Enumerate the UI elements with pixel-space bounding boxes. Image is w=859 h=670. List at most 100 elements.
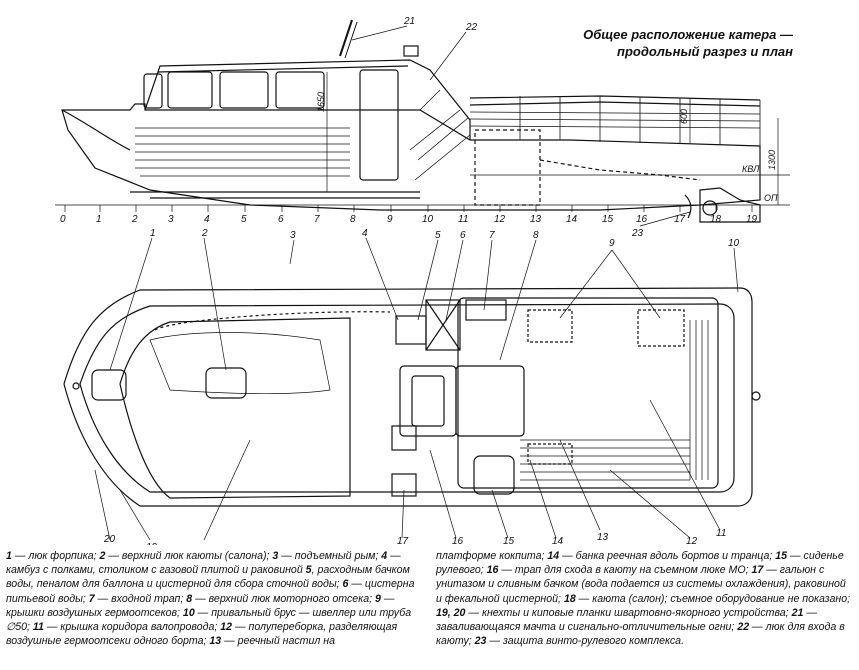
- legend-text: — подъемный рым;: [278, 550, 382, 562]
- frame-numbers: 0 1 2 3 4 5 6 7 8 9 10 11 12 13 14 15 16…: [60, 214, 758, 225]
- frame-number: 3: [168, 214, 174, 225]
- frame-number: 18: [710, 214, 722, 225]
- frame-number: 19: [746, 214, 758, 225]
- legend-text: — защита винто-рулевого комплекса.: [486, 635, 685, 648]
- plan-callouts-bottom: 20 19 18 17 16 15 14 13 12 11: [103, 528, 726, 545]
- profile-section: [55, 19, 790, 227]
- callout-18: 18: [198, 544, 210, 545]
- dimension-side-height: 1300: [767, 150, 777, 170]
- plan-view: [63, 237, 761, 541]
- callout-7: 7: [489, 230, 495, 241]
- frame-number: 13: [530, 214, 542, 225]
- frame-number: 14: [566, 214, 578, 225]
- callout-20: 20: [103, 534, 116, 545]
- waterline-label: КВЛ: [742, 164, 760, 174]
- legend-text: — верхний люк каюты (салона);: [105, 550, 273, 562]
- legend-text: — камбуз с полками, столиком с газовой п…: [6, 550, 401, 577]
- frame-number: 2: [131, 214, 138, 225]
- legend-text: — верхний люк моторного отсека;: [192, 592, 375, 605]
- legend-number: 8: [186, 592, 193, 605]
- legend-number: 2: [99, 550, 106, 562]
- legend-text: — трап для схода в каюту на съемном люке…: [498, 564, 752, 577]
- callout-21: 21: [403, 16, 415, 27]
- legend-left: 1 — люк форпика; 2 — верхний люк каюты (…: [6, 549, 420, 648]
- base-line-label: ОП: [764, 193, 778, 203]
- legend-number: 15: [775, 550, 788, 562]
- frame-number: 5: [241, 214, 247, 225]
- frame-number: 16: [636, 214, 648, 225]
- legend-text: — люк для входа в каюту;: [436, 621, 845, 648]
- legend-number: 19, 20: [436, 606, 466, 619]
- frame-number: 1: [96, 214, 102, 225]
- legend-number: 5: [305, 564, 312, 577]
- callout-10: 10: [728, 238, 740, 249]
- callout-16: 16: [452, 536, 464, 545]
- callout-23: 23: [631, 228, 644, 239]
- legend-text: — реечный настил на: [221, 635, 336, 648]
- legend-text: — гальюн с унитазом и сливным бачком (во…: [436, 564, 846, 605]
- legend-text: платформе кокпита;: [436, 550, 548, 562]
- callout-11: 11: [716, 528, 726, 539]
- legend-text: — кнехты и киповые планки швартовно-якор…: [465, 606, 792, 619]
- legend-text: — входной трап;: [94, 592, 187, 605]
- frame-number: 8: [350, 214, 356, 225]
- callout-2: 2: [201, 228, 208, 239]
- callout-19: 19: [146, 542, 158, 545]
- diagram-title: Общее расположение катера — продольный р…: [583, 26, 793, 60]
- callout-17: 17: [397, 536, 409, 545]
- legend-number: 13: [209, 635, 222, 648]
- legend-number: 12: [220, 621, 233, 634]
- legend-number: 21: [791, 606, 804, 619]
- legend-text: — сиденье рулевого;: [436, 550, 844, 577]
- legend-number: 7: [88, 592, 95, 605]
- frame-number: 10: [422, 214, 434, 225]
- callout-13: 13: [597, 532, 609, 543]
- legend-number: 22: [737, 621, 750, 634]
- legend-number: 18: [563, 592, 576, 605]
- legend-number: 16: [486, 564, 499, 577]
- callout-4: 4: [362, 228, 368, 239]
- legend-text: — каюта (салон); съемное оборудование не…: [575, 592, 851, 605]
- legend-number: 14: [547, 550, 560, 562]
- legend-number: 17: [751, 564, 764, 577]
- legend-number: 10: [182, 606, 195, 619]
- callout-3: 3: [290, 230, 296, 241]
- callout-8: 8: [533, 230, 539, 241]
- legend-number: 3: [272, 550, 279, 562]
- legend-text: — крышки воздушных гермоотсеков;: [6, 592, 395, 619]
- frame-number: 6: [278, 214, 284, 225]
- callout-9: 9: [609, 238, 615, 249]
- legend-number: 11: [32, 621, 44, 634]
- legend-text: , расходным бачком воды, пеналом для бал…: [6, 564, 410, 591]
- frame-number: 17: [674, 214, 686, 225]
- callout-5: 5: [435, 230, 441, 241]
- callout-1: 1: [150, 228, 156, 239]
- frame-number: 15: [602, 214, 614, 225]
- legend-number: 6: [342, 578, 349, 591]
- callout-15: 15: [503, 536, 515, 545]
- legend-number: 1: [6, 550, 12, 562]
- legend-right: платформе кокпита; 14 — банка реечная вд…: [436, 549, 854, 648]
- title-line-1: Общее расположение катера —: [583, 27, 793, 42]
- callout-6: 6: [460, 230, 466, 241]
- boat-drawing: 0 1 2 3 4 5 6 7 8 9 10 11 12 13 14 15 16…: [55, 16, 790, 545]
- legend-number: 9: [374, 592, 381, 605]
- frame-number: 4: [204, 214, 210, 225]
- legend-text: — люк форпика;: [11, 550, 100, 562]
- dimension-rail-height: 600: [679, 109, 689, 124]
- legend-text: — крышка коридора валопровода;: [43, 621, 221, 634]
- title-line-2: продольный разрез и план: [617, 44, 793, 59]
- frame-number: 12: [494, 214, 506, 225]
- legend-number: 4: [381, 550, 388, 562]
- frame-number: 7: [314, 214, 320, 225]
- legend-text: — цистерна питьевой воды;: [6, 578, 415, 605]
- legend-text: — привальный брус — швеллер или труба ∅5…: [6, 606, 412, 634]
- frame-number: 9: [387, 214, 393, 225]
- frame-number: 0: [60, 214, 66, 225]
- callout-14: 14: [552, 536, 564, 545]
- legend-text: — банка реечная вдоль бортов и транца;: [559, 550, 776, 562]
- legend-text: — полупереборка, разделяющая воздушные г…: [6, 621, 398, 648]
- legend-number: 23: [474, 635, 487, 648]
- callout-12: 12: [686, 536, 698, 545]
- plan-callouts-top: 1 2 3 4 5 6 7 8 9 10: [150, 228, 740, 249]
